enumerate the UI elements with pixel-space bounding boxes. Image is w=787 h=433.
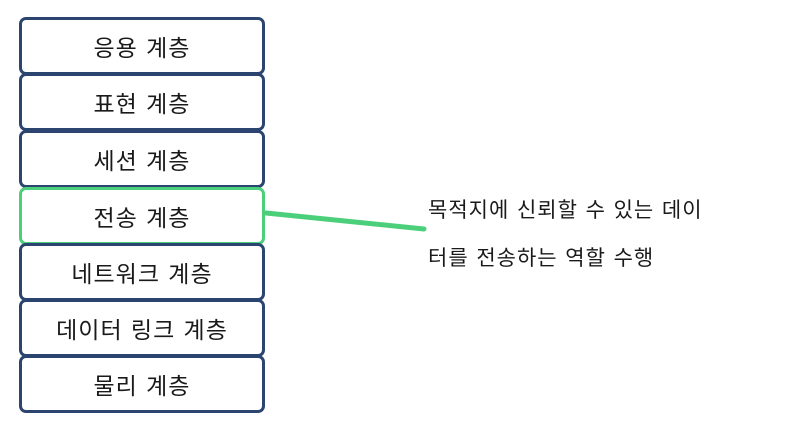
layer-application: 응용 계층 xyxy=(19,17,265,75)
connector-stroke xyxy=(263,210,427,232)
layer-label: 물리 계층 xyxy=(93,374,191,400)
layer-presentation: 표현 계층 xyxy=(19,73,265,131)
layer-physical: 물리 계층 xyxy=(19,355,265,413)
annotation-line-2: 터를 전송하는 역할 수행 xyxy=(428,246,655,270)
layer-network: 네트워크 계층 xyxy=(19,243,265,301)
layer-label: 데이터 링크 계층 xyxy=(56,318,228,344)
annotation-line-1: 목적지에 신뢰할 수 있는 데이 xyxy=(428,198,703,222)
layer-label: 네트워크 계층 xyxy=(71,262,213,288)
layer-data-link: 데이터 링크 계층 xyxy=(19,299,265,357)
layer-label: 전송 계층 xyxy=(93,206,191,232)
layer-label: 응용 계층 xyxy=(93,36,191,62)
layer-session: 세션 계층 xyxy=(19,130,265,188)
layer-label: 표현 계층 xyxy=(93,92,191,118)
layer-transport: 전송 계층 xyxy=(19,187,265,245)
layer-label: 세션 계층 xyxy=(93,149,191,175)
transport-annotation: 목적지에 신뢰할 수 있는 데이 터를 전송하는 역할 수행 xyxy=(428,186,778,282)
